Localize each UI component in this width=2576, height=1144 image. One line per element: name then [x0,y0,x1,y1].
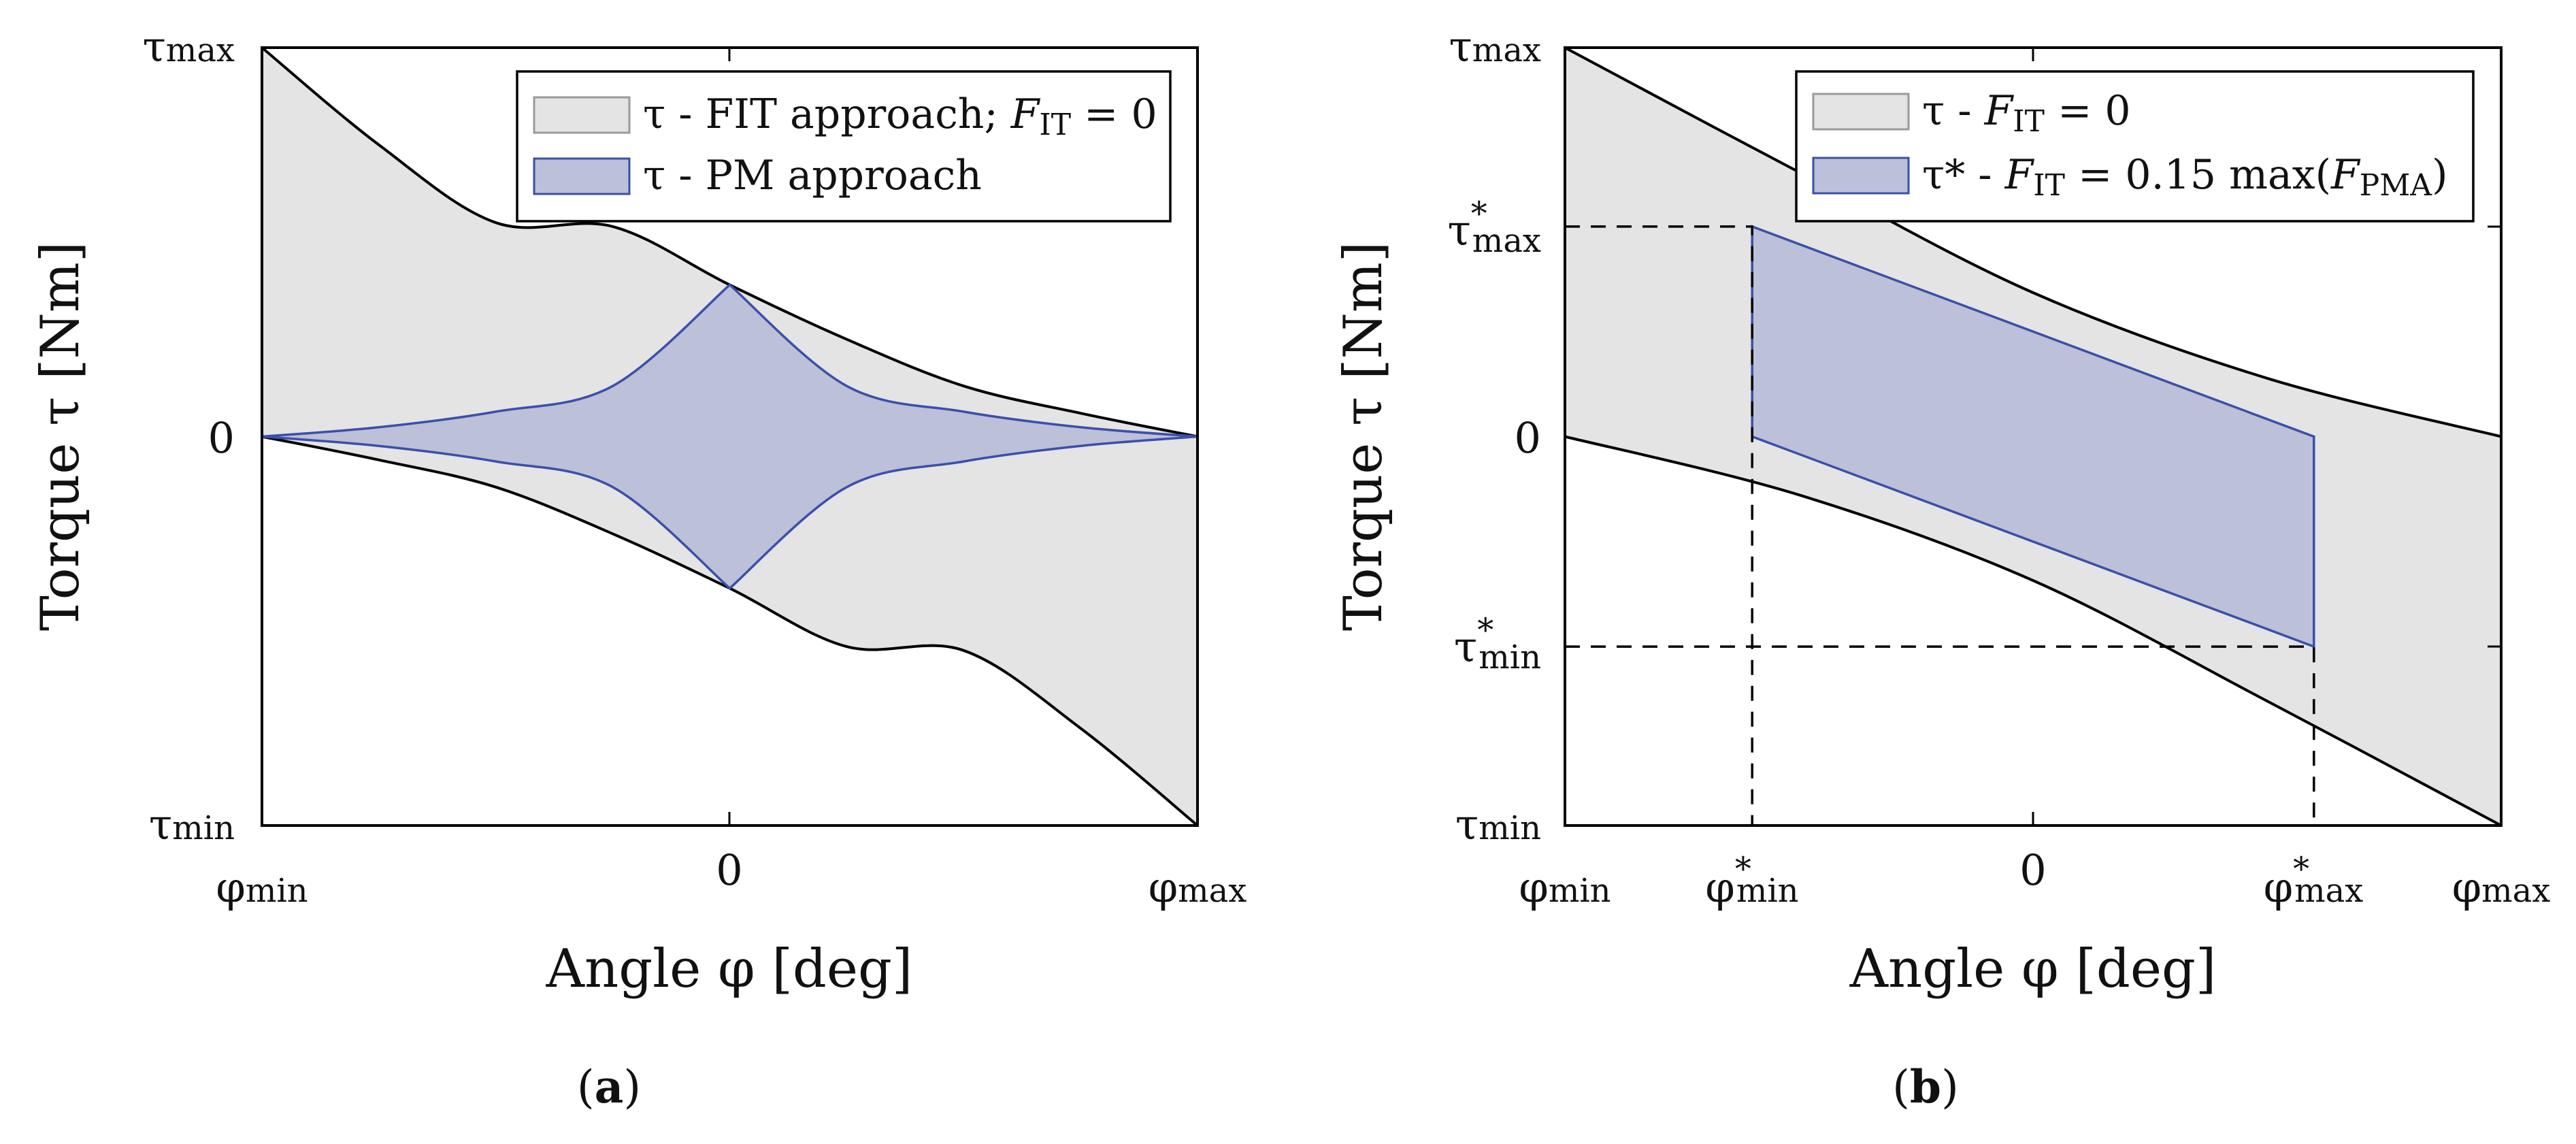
x-tick-label-zero: 0 [716,845,742,895]
guide-line-max [1565,645,2315,826]
x-tick-label-max: φmax [2452,862,2551,912]
x-tick-label-star-min: φ*min [1705,850,1798,912]
pma-region-area [1751,225,2315,649]
legend-label-fit: τ - FIT = 0 [1922,87,2131,139]
x-axis-title-a: Angle φ [deg] [546,938,913,1000]
x-tick-label-max: φmax [1149,862,1247,912]
legend-label-pma: τ* - FIT = 0.15 max(FPMA) [1922,151,2448,203]
panel-a: τmax 0 τmin φmin 0 φmax Angle φ [deg] To… [30,22,1246,1113]
y-axis-title-a: Torque τ [Nm] [30,242,91,631]
fit-upper-boundary-line [1564,46,2502,438]
legend-swatch-fit [533,96,631,134]
panel-label-b: (b) [1892,1060,1959,1113]
panel-label-a: (a) [577,1060,641,1113]
y-tick-label-star-min: τ*min [1454,611,1541,676]
y-tick-label-min: τmin [1455,800,1541,849]
x-tick-label-min: φmin [1519,862,1611,912]
x-tick-label-star-max: φ*max [2264,850,2364,912]
y-tick-label-min: τmin [149,800,235,849]
x-tick-label-min: φmin [216,862,308,912]
y-tick-label-zero: 0 [1515,413,1541,463]
legend-label-fit: τ - FIT approach; FIT = 0 [643,91,1157,142]
y-tick-label-max: τmax [1449,22,1541,71]
legend-swatch-pma [1812,157,1910,195]
legend-a: τ - FIT approach; FIT = 0 τ - PM approac… [516,70,1172,223]
guide-line-min [1565,225,1753,826]
y-tick-label-zero: 0 [208,413,235,463]
legend-swatch-fit [1812,93,1910,131]
y-axis-title-b: Torque τ [Nm] [1333,242,1394,631]
y-tick-label-max: τmax [142,22,235,71]
y-tick-label-star-max: τ*max [1447,195,1541,260]
legend-label-pm: τ - PM approach [643,152,982,199]
legend-swatch-pm [533,157,631,195]
x-tick-label-zero: 0 [2019,845,2046,895]
legend-b: τ - FIT = 0 τ* - FIT = 0.15 max(FPMA) [1795,70,2475,223]
fit-lower-boundary-line [1564,435,2502,827]
panel-b: τmax τ*max 0 τ*min τmin φmin φ*min 0 φ*m… [1333,22,2550,1113]
x-axis-title-b: Angle φ [deg] [1849,938,2217,1000]
